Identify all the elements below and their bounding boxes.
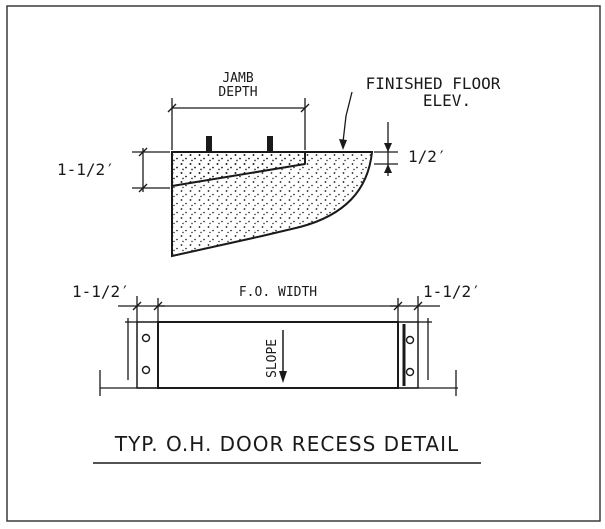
bolt-hole [141,365,151,375]
bolt-hole [141,333,151,343]
finished-floor-label-line1: FINISHED FLOOR [366,74,501,93]
detail-title: TYP. O.H. DOOR RECESS DETAIL [114,432,459,456]
section-view [132,91,398,258]
recess-depth-label: 1-1/2′ [57,160,115,179]
jamb-label-line1: JAMB [222,71,253,86]
slope-line [171,163,306,187]
right-jamb [397,321,419,389]
finished-floor-label-line2: ELEV. [423,91,471,110]
right-offset-label: 1-1/2′ [423,282,481,301]
left-offset-label: 1-1/2′ [72,282,130,301]
plan-view [99,296,458,396]
anchor-bolt [267,136,273,152]
jamb-label-line2: DEPTH [218,85,257,100]
lip-height-label: 1/2′ [408,147,447,166]
sheet-border [6,5,601,522]
bolt-hole [405,367,415,377]
fo-width-label: F.O. WIDTH [239,285,317,300]
bolt-hole [405,335,415,345]
left-jamb [136,321,159,389]
finished-floor-leader [342,91,353,143]
anchor-bolt [206,136,212,152]
slope-label: SLOPE [265,339,280,378]
